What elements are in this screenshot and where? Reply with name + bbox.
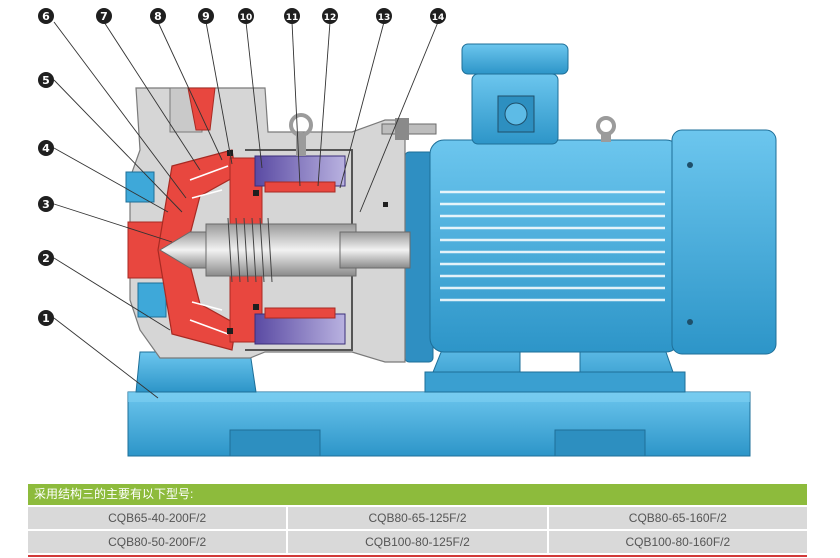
callout-marker: 2 [38, 250, 54, 266]
callout-marker: 5 [38, 72, 54, 88]
model-table: 采用结构三的主要有以下型号: CQB65-40-200F/2 CQB80-65-… [28, 484, 807, 557]
flange-bolt [381, 118, 437, 140]
callout-marker: 9 [198, 8, 214, 24]
model-cell: CQB65-40-200F/2 [28, 507, 287, 529]
svg-text:4: 4 [42, 142, 50, 155]
svg-text:14: 14 [432, 13, 445, 23]
magnetic-coupling [254, 155, 346, 345]
motor-body [404, 129, 777, 363]
callout-marker: 1 [38, 310, 54, 326]
callout-marker: 3 [38, 196, 54, 212]
model-cell: CQB100-80-160F/2 [548, 531, 807, 553]
bearing-spring [227, 217, 273, 283]
callout-marker: 6 [38, 8, 54, 24]
callout-marker: 12 [322, 8, 338, 24]
svg-text:11: 11 [286, 13, 299, 23]
inlet-flange [125, 171, 167, 318]
callout-marker: 7 [96, 8, 112, 24]
callout-marker: 10 [238, 8, 254, 24]
table-row: CQB80-50-200F/2 CQB100-80-125F/2 CQB100-… [28, 531, 807, 553]
svg-text:10: 10 [240, 13, 253, 23]
pump-cross-section-diagram: 1 2 3 4 5 6 7 8 9 10 11 12 13 14 [38, 8, 777, 457]
terminal-box [461, 43, 569, 145]
callout-marker: 13 [376, 8, 392, 24]
callout-marker: 4 [38, 140, 54, 156]
svg-text:3: 3 [42, 198, 50, 211]
callout-marker: 11 [284, 8, 300, 24]
svg-text:13: 13 [378, 13, 391, 23]
model-cell: CQB80-65-125F/2 [288, 507, 547, 529]
model-cell: CQB100-80-125F/2 [288, 531, 547, 553]
motor-lifting-eye [596, 116, 616, 142]
svg-text:2: 2 [42, 252, 50, 265]
table-row: CQB65-40-200F/2 CQB80-65-125F/2 CQB80-65… [28, 507, 807, 529]
svg-text:12: 12 [324, 13, 337, 23]
callout-marker: 8 [150, 8, 166, 24]
svg-text:7: 7 [100, 10, 108, 23]
callout-leader-lines [53, 21, 439, 399]
model-cell: CQB80-65-160F/2 [548, 507, 807, 529]
model-table-header: 采用结构三的主要有以下型号: [28, 484, 807, 505]
svg-text:8: 8 [154, 10, 162, 23]
pump-shaft [159, 223, 411, 277]
svg-text:1: 1 [42, 312, 50, 325]
svg-text:6: 6 [42, 10, 50, 23]
svg-text:9: 9 [202, 10, 210, 23]
callout-marker: 14 [430, 8, 446, 24]
callout-markers: 1 2 3 4 5 6 7 8 9 10 11 12 13 14 [38, 8, 446, 326]
outlet-flow [187, 87, 216, 131]
table-bottom-rule [28, 555, 807, 557]
model-cell: CQB80-50-200F/2 [28, 531, 287, 553]
base-plate [127, 391, 751, 457]
svg-text:5: 5 [42, 74, 50, 87]
pump-lifting-eye [289, 113, 313, 156]
